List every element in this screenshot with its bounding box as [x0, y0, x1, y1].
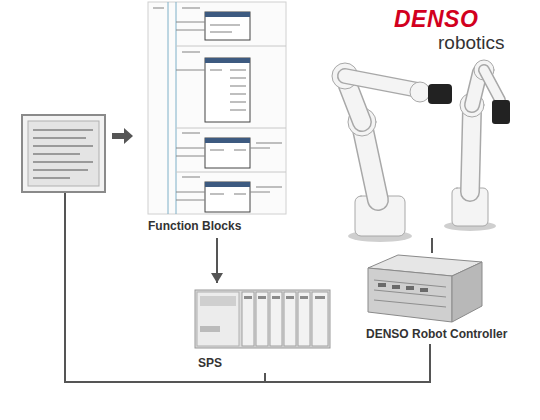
- controller-device: [368, 255, 482, 322]
- plc-node: SPS: [198, 285, 333, 371]
- device-label: Function Blocks: [148, 219, 241, 233]
- monitor-icon: [22, 115, 105, 192]
- robot-arms: [332, 60, 510, 242]
- connector: [265, 344, 430, 382]
- connector: [211, 238, 223, 283]
- brand-logo: DENSO: [394, 6, 478, 33]
- brand-logo: robotics: [438, 32, 505, 54]
- device-label: DENSO Robot Controller: [366, 327, 507, 341]
- connector-line: [265, 344, 430, 382]
- flow-arrow: [112, 128, 133, 144]
- screenshot-node: Function Blocks: [148, 0, 293, 234]
- arrow-head: [211, 273, 223, 283]
- controller-node: DENSO Robot Controller: [366, 252, 512, 342]
- plc-device: [195, 290, 330, 348]
- device-label: SPS: [198, 356, 222, 370]
- function-block-screenshot: [148, 2, 286, 214]
